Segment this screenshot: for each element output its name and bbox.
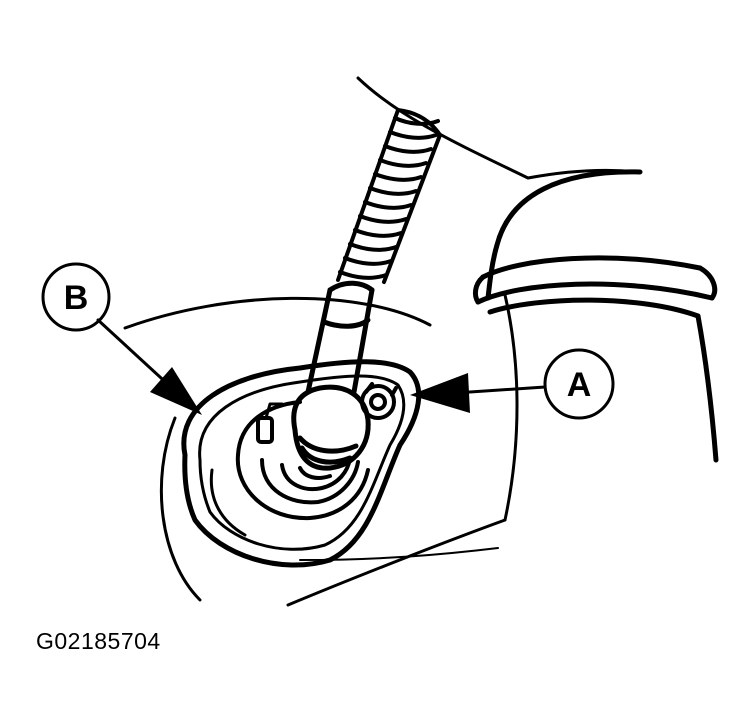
- mounting-surface-left: [159, 416, 202, 602]
- sensor-lead: [336, 108, 442, 284]
- callout-b: [41, 262, 111, 332]
- sensor-neck: [305, 280, 375, 395]
- mounting-surface-upper: [123, 296, 432, 330]
- callout-a-arrowhead: [410, 373, 470, 413]
- figure-id: G02185704: [36, 628, 161, 654]
- mounting-surface-right: [503, 293, 519, 522]
- sensor-body: [291, 384, 371, 471]
- callout-b-arrowhead: [150, 367, 202, 415]
- callout-a-label: A: [567, 366, 592, 404]
- mounting-surface-lower: [286, 518, 507, 607]
- mounting-boss: [181, 359, 422, 568]
- callout-a-leader: [453, 385, 547, 395]
- tube-collar: [472, 169, 719, 463]
- locating-tab: [256, 416, 274, 444]
- callout-a: [543, 348, 615, 420]
- sensor-base-rings: [235, 400, 370, 521]
- callout-b-label: B: [64, 279, 89, 317]
- body-outline-top: [356, 76, 642, 180]
